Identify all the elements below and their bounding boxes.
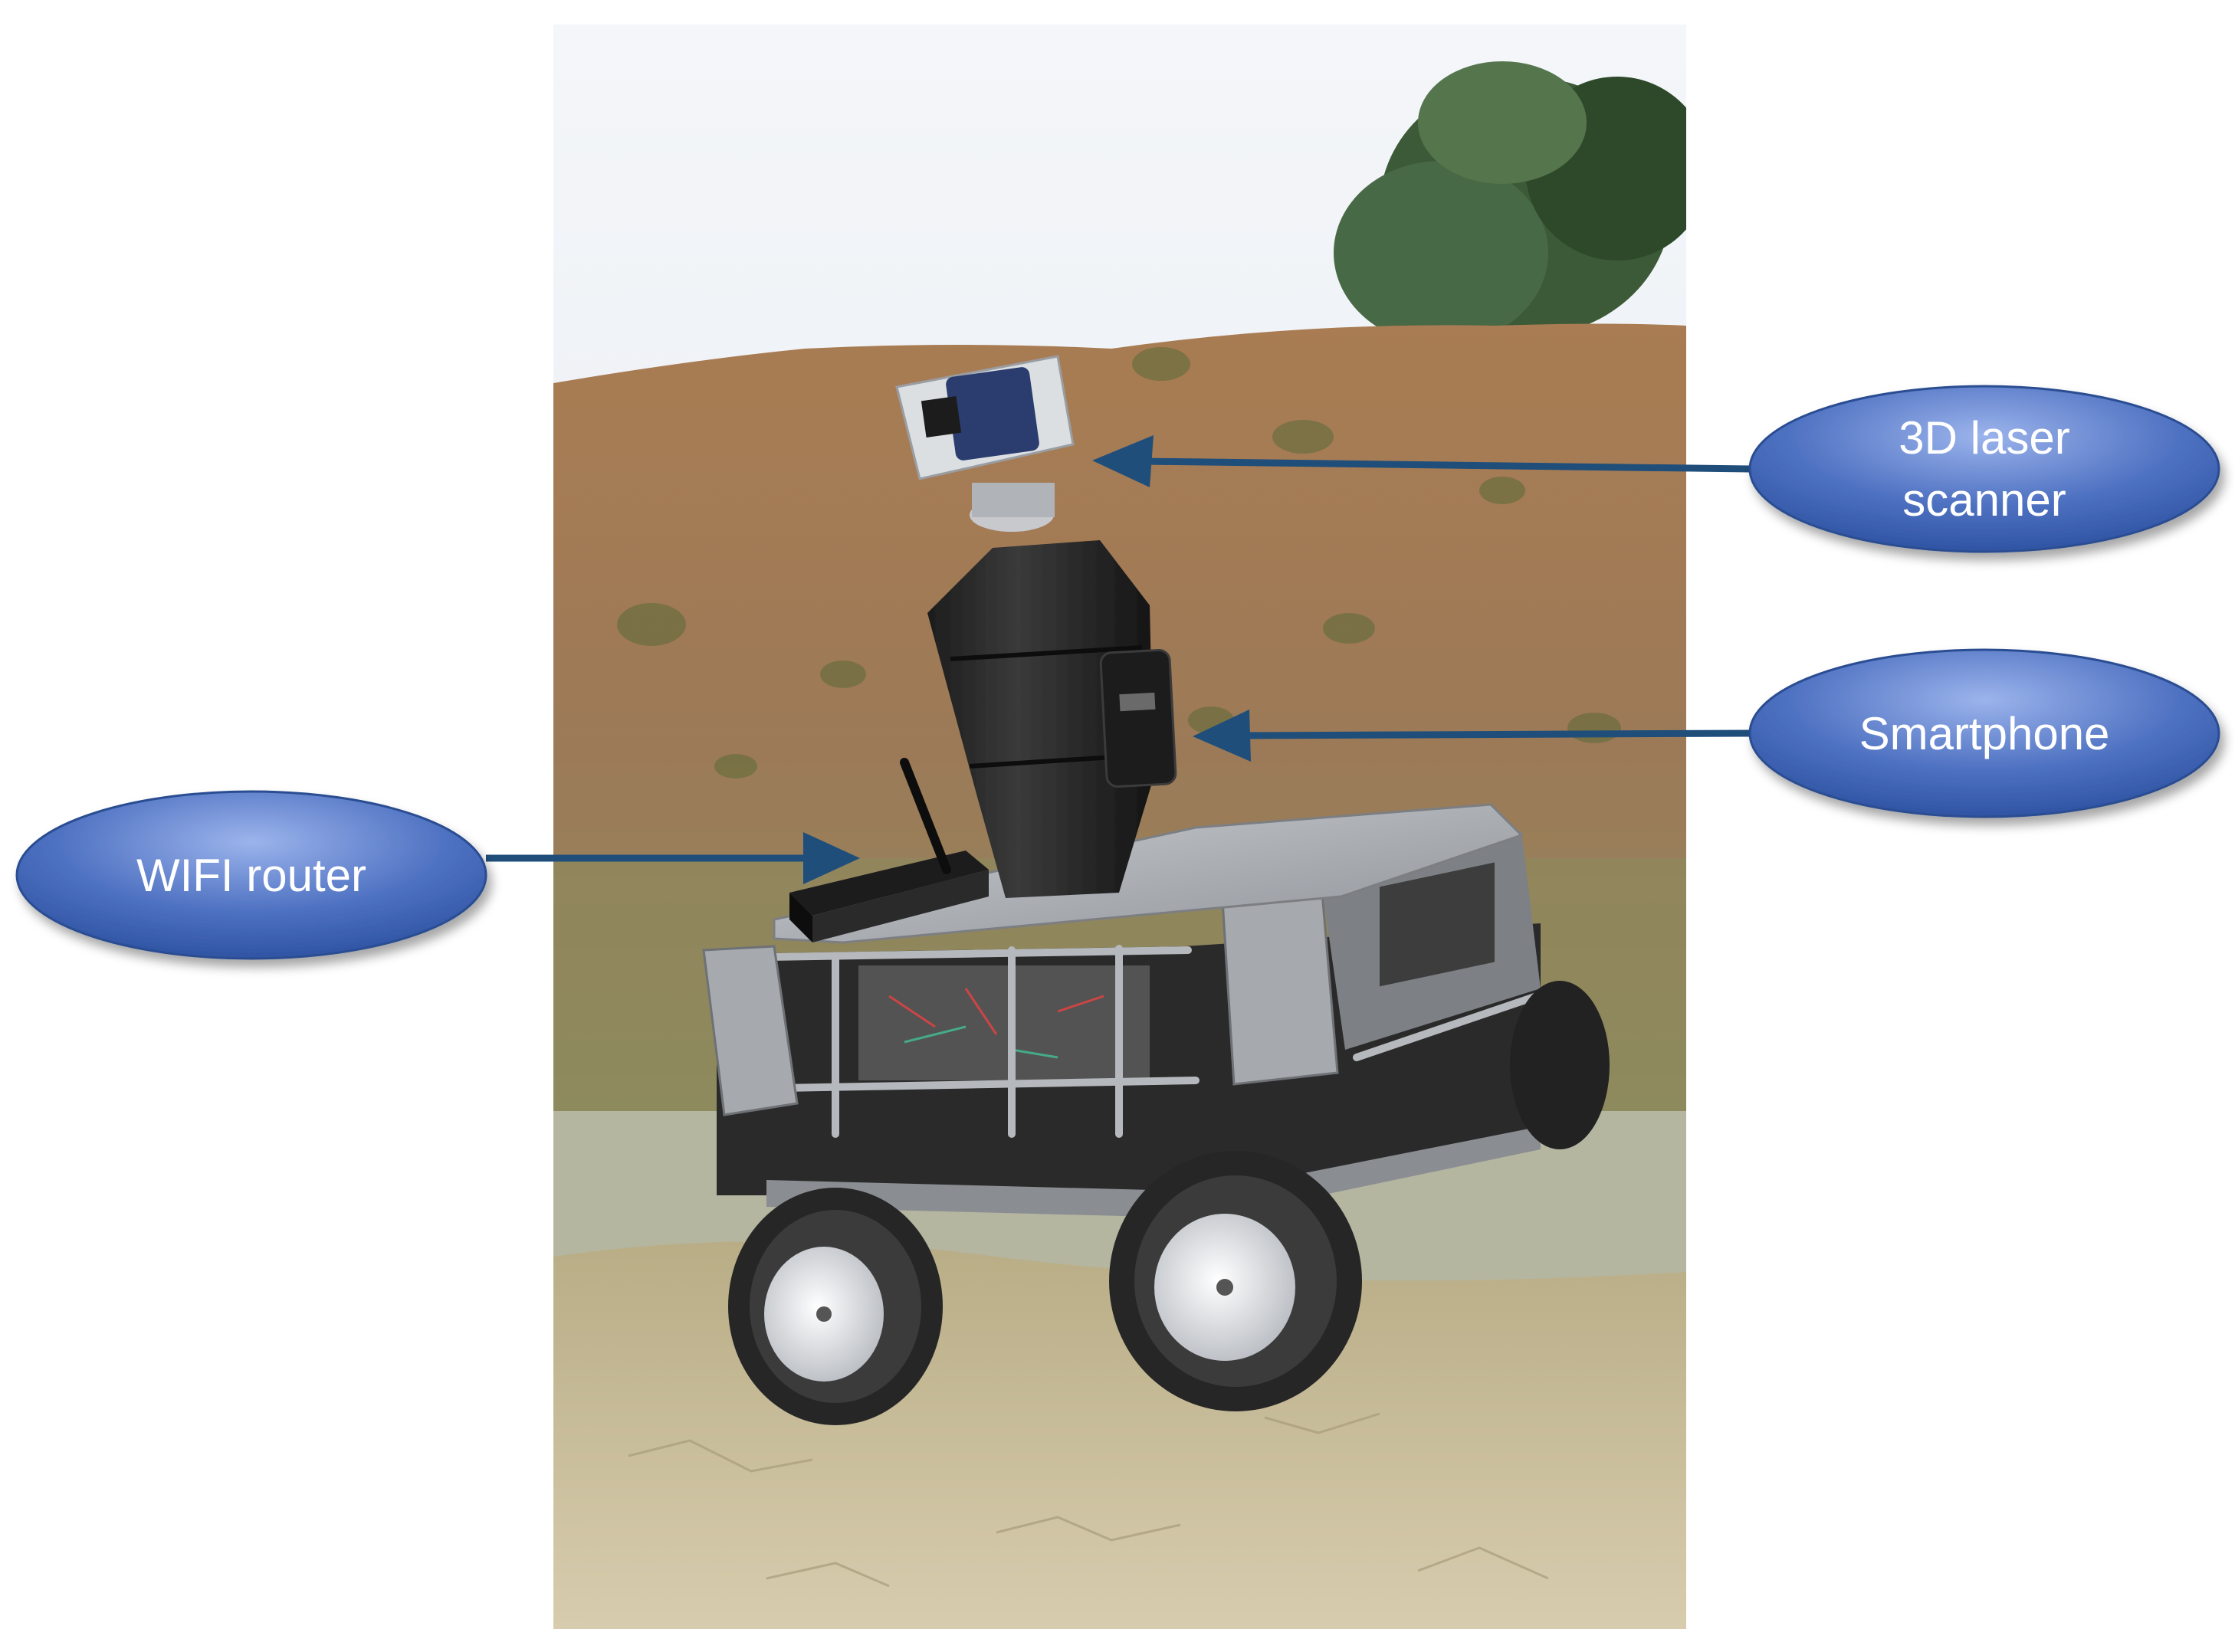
wifi-router bbox=[789, 758, 989, 942]
rear-right-wheel bbox=[1510, 981, 1610, 1149]
wifi-router-arrow bbox=[486, 832, 860, 884]
smartphone-arrow bbox=[1193, 710, 1751, 762]
wifi-router-callout-bubble bbox=[15, 790, 487, 960]
robot-photo bbox=[553, 25, 1686, 1629]
sensor-tower bbox=[927, 483, 1154, 898]
laser-scanner-callout-bubble bbox=[1748, 385, 2220, 553]
laser-scanner-device bbox=[895, 355, 1075, 480]
ground-cracks bbox=[628, 1412, 1549, 1588]
smartphone-callout-bubble bbox=[1748, 648, 2220, 818]
front-right-wheel bbox=[1109, 1151, 1362, 1411]
smartphone-device bbox=[1099, 648, 1177, 788]
front-left-wheel bbox=[728, 1188, 943, 1425]
laser-scanner-arrow bbox=[1092, 435, 1751, 487]
robot bbox=[702, 355, 1610, 1425]
tree bbox=[1334, 61, 1686, 345]
